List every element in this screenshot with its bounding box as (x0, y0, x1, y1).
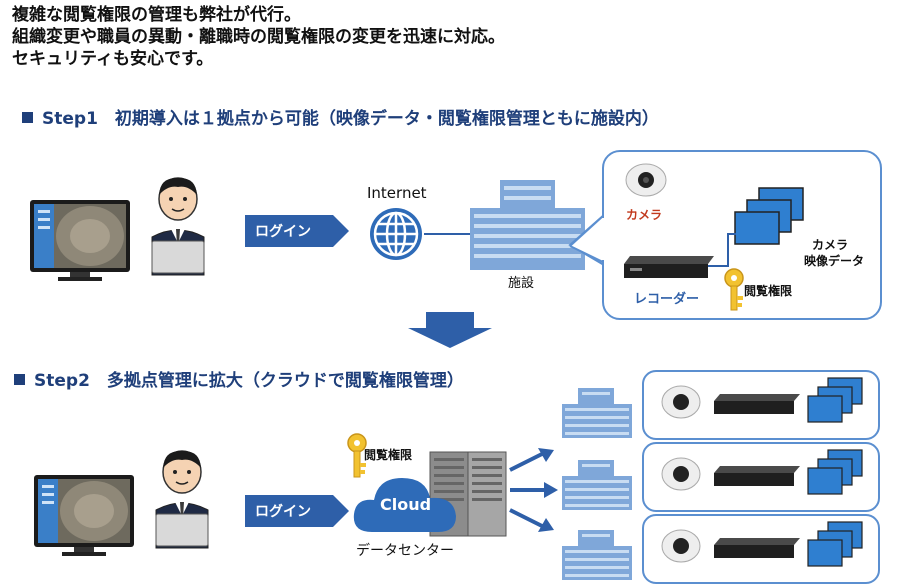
callout-pointer-cover (569, 215, 605, 263)
camera-label: カメラ (626, 208, 663, 222)
access-label: 閲覧権限 (364, 448, 413, 462)
site-building-icon (562, 530, 632, 580)
globe-icon (370, 208, 422, 260)
facility-building-icon (470, 180, 585, 270)
dome-camera-icon (661, 457, 701, 491)
monitor-icon (34, 475, 134, 556)
video-data-screens-icon (734, 187, 804, 245)
video-data-screens-icon (807, 449, 863, 495)
square-bullet-icon (22, 112, 33, 123)
datacenter-label: データセンター (356, 543, 454, 559)
video-data-screens-icon (807, 521, 863, 567)
login-arrow: ログイン (245, 215, 349, 247)
cloud-label: Cloud (380, 495, 432, 514)
camera-data-label-2: 映像データ (804, 254, 865, 268)
facility-label: 施設 (508, 276, 535, 291)
access-label: 閲覧権限 (744, 284, 793, 298)
intro-line-3: セキュリティも安心です。 (12, 49, 214, 69)
key-icon (347, 433, 367, 478)
cloud-icon (353, 478, 456, 532)
video-data-screens-icon (807, 377, 863, 423)
recorder-icon (714, 466, 800, 486)
site-building-icon (562, 460, 632, 510)
dome-camera-icon (661, 529, 701, 563)
down-arrow-icon (408, 312, 492, 348)
login-arrow-shape (245, 215, 349, 247)
recorder-icon (714, 538, 800, 558)
intro-line-2: 組織変更や職員の異動・離職時の閲覧権限の変更を迅速に対応。 (12, 27, 505, 47)
recorder-label: レコーダー (634, 292, 700, 307)
distribution-arrows (509, 448, 558, 532)
monitor-icon (30, 200, 130, 281)
login-label: ログイン (255, 504, 311, 520)
site-building-icon (562, 388, 632, 438)
connection-line (424, 233, 474, 235)
step1-heading: Step1 初期導入は１拠点から可能（映像データ・閲覧権限管理ともに施設内） (22, 104, 659, 129)
dome-camera-icon (661, 385, 701, 419)
internet-label: Internet (367, 184, 427, 202)
intro-line-1: 複雑な閲覧権限の管理も弊社が代行。 (12, 5, 301, 25)
dome-camera-icon (625, 163, 667, 197)
recorder-connection-line (700, 233, 736, 267)
intro-text: 複雑な閲覧権限の管理も弊社が代行。 組織変更や職員の異動・離職時の閲覧権限の変更… (12, 4, 505, 70)
person-with-laptop-icon (155, 450, 209, 549)
recorder-icon (714, 394, 800, 414)
step2-heading: Step2 多拠点管理に拡大（クラウドで閲覧権限管理） (14, 366, 464, 391)
login-arrow: ログイン (245, 495, 349, 527)
login-arrow-shape (245, 495, 349, 527)
square-bullet-icon (14, 374, 25, 385)
recorder-icon (624, 256, 714, 278)
person-with-laptop-icon (151, 177, 205, 276)
key-icon (724, 268, 744, 311)
login-label: ログイン (255, 224, 311, 240)
camera-data-label-1: カメラ (812, 238, 849, 252)
